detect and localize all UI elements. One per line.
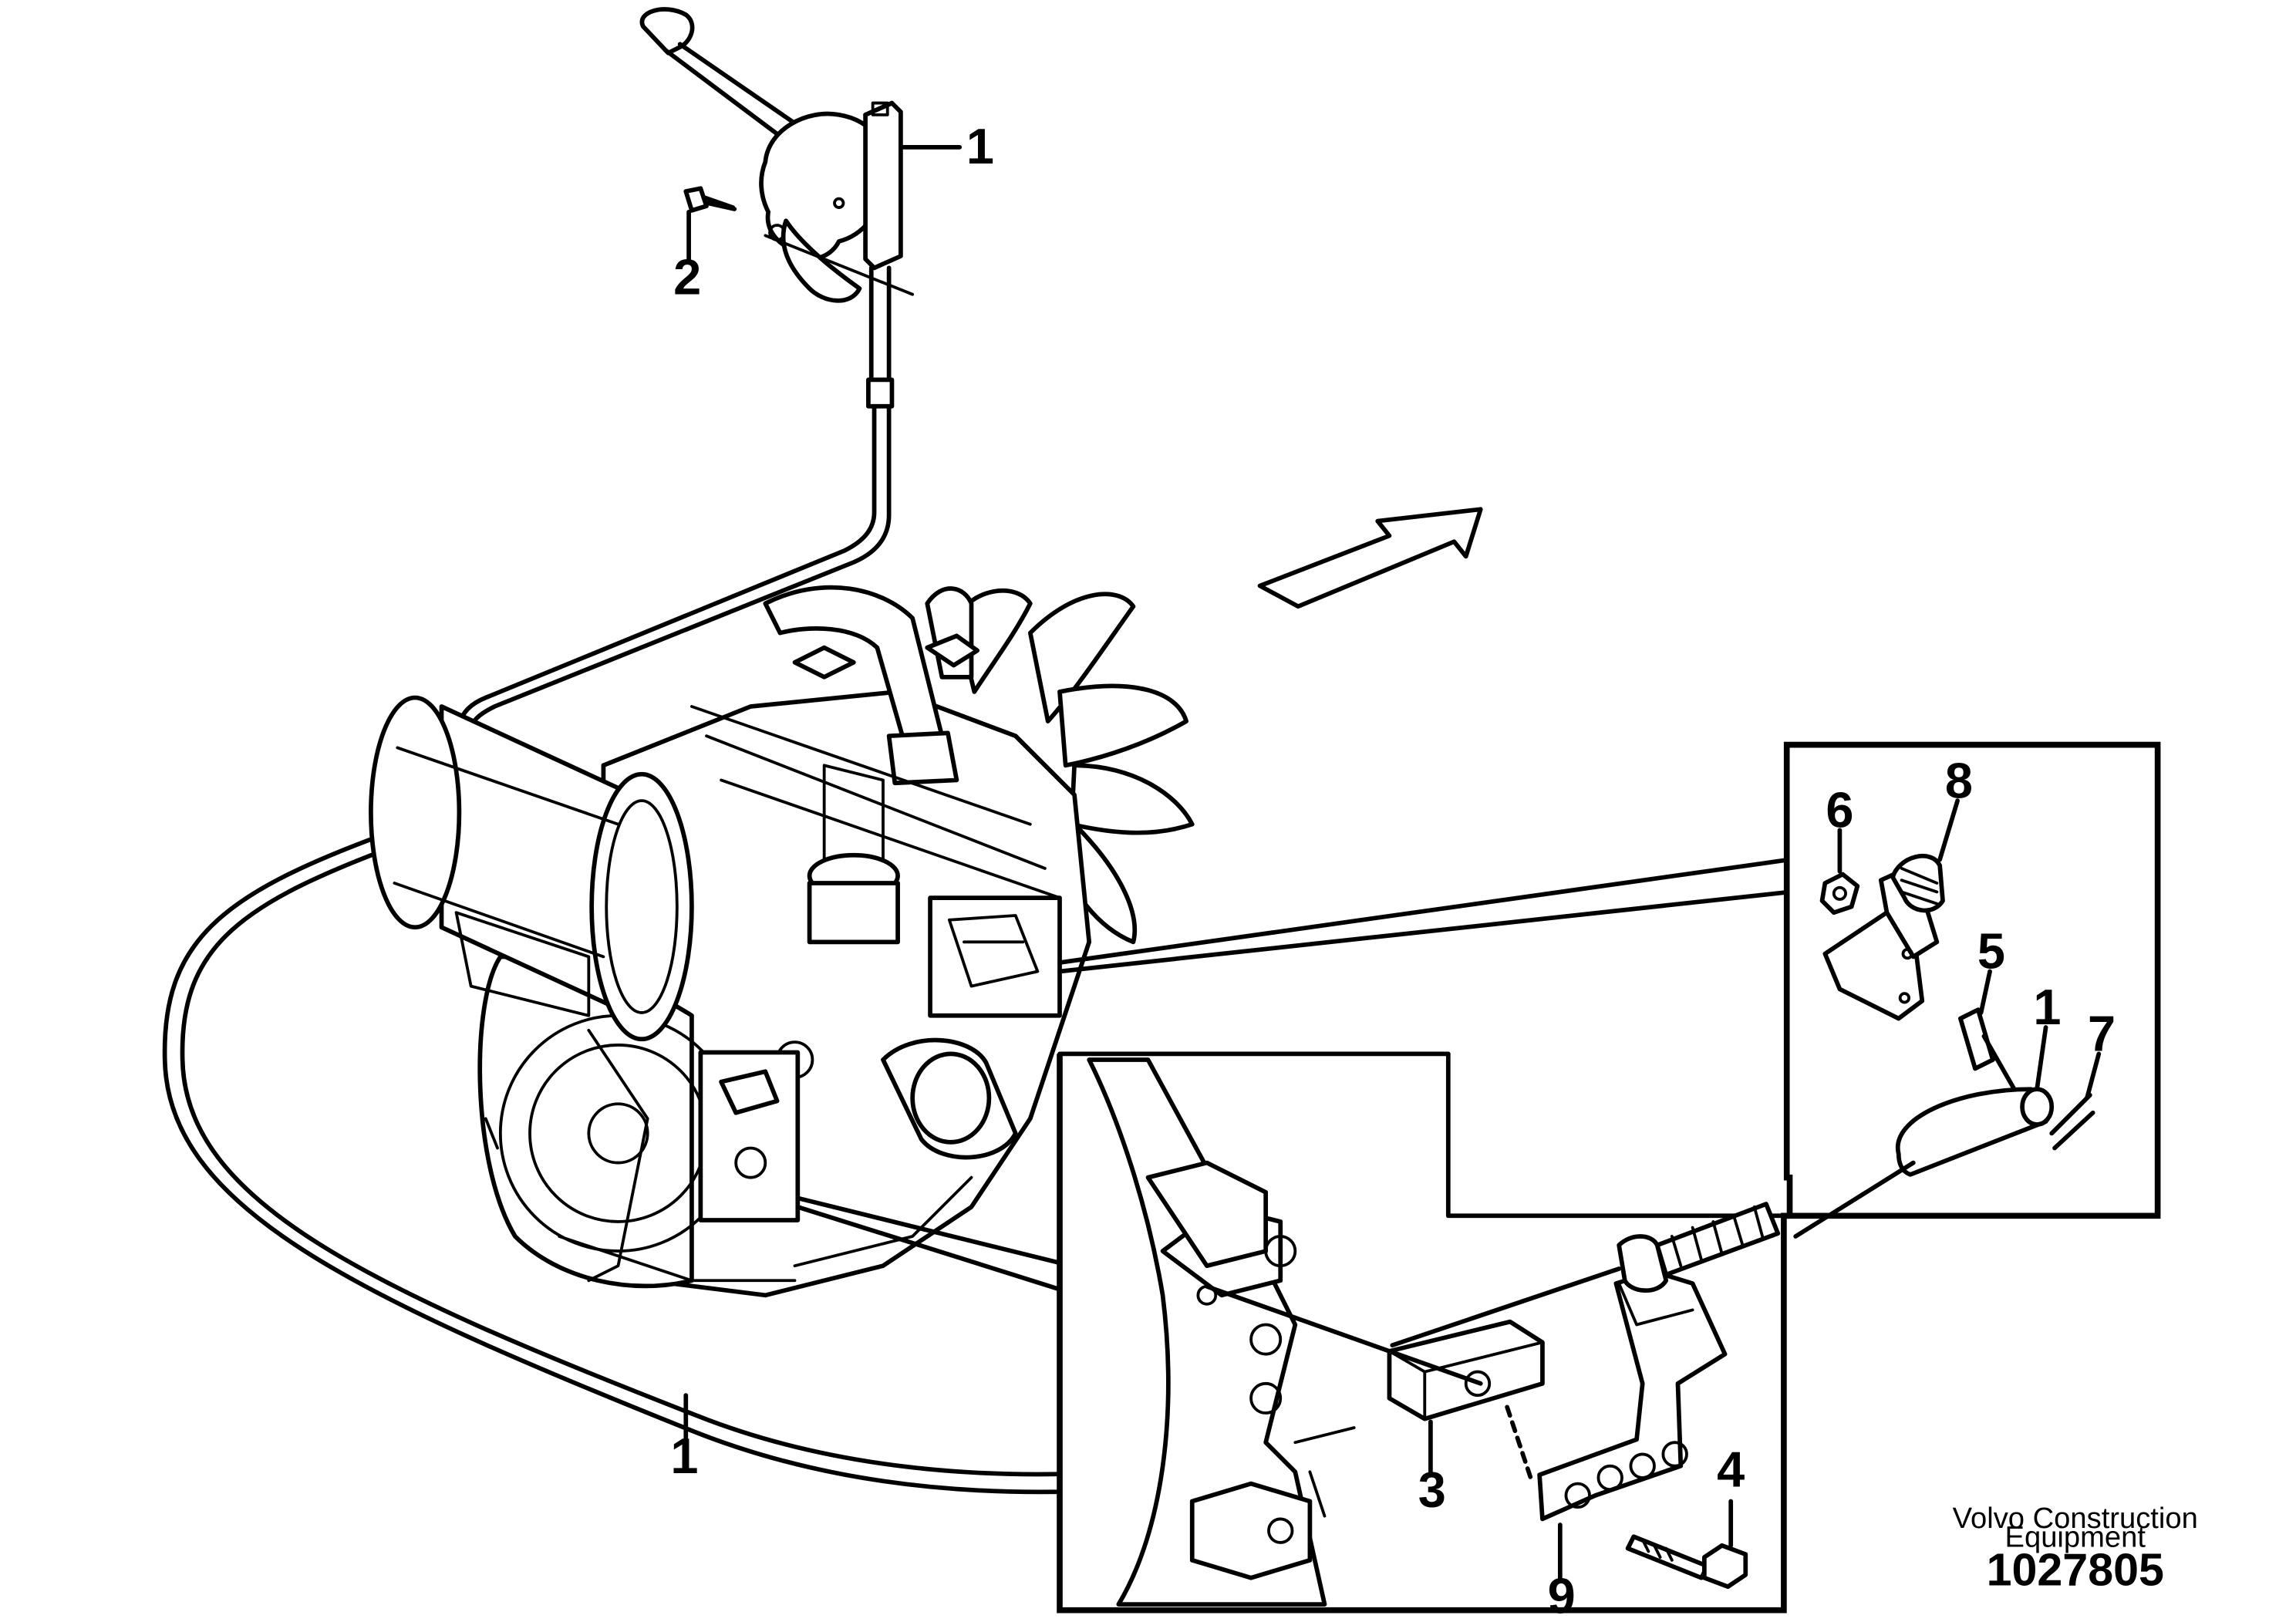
callout-2-screw: 2 [673,249,701,305]
callout-1-cable-end: 1 [2033,979,2061,1035]
callout-1-lever: 1 [966,118,994,174]
callout-9-bracket: 9 [1548,1568,1576,1622]
brand-line-1: Volvo Construction [1953,1502,2198,1535]
hand-throttle-lever [639,7,915,409]
screw-part-2 [683,186,737,213]
engine-block [369,585,1195,1298]
callout-1-cable: 1 [670,1428,698,1484]
callout-8-bracket: 8 [1945,752,1973,808]
detail-box-upper [1783,741,2161,1219]
forward-direction-arrow-icon [1257,507,1483,609]
document-number: 1027805 [1987,1543,2164,1595]
callout-6-nut: 6 [1826,781,1853,838]
callout-7-clip: 7 [2088,1006,2116,1062]
engine-highlight-lower [698,1050,801,1222]
brand-line-2: Equipment [2005,1521,2146,1554]
detail-box-lower [1057,1051,1792,1614]
callout-4-bolt: 4 [1717,1441,1745,1497]
callout-5-fitting: 5 [1977,923,2005,980]
callout-3-spacer: 3 [1418,1462,1446,1518]
